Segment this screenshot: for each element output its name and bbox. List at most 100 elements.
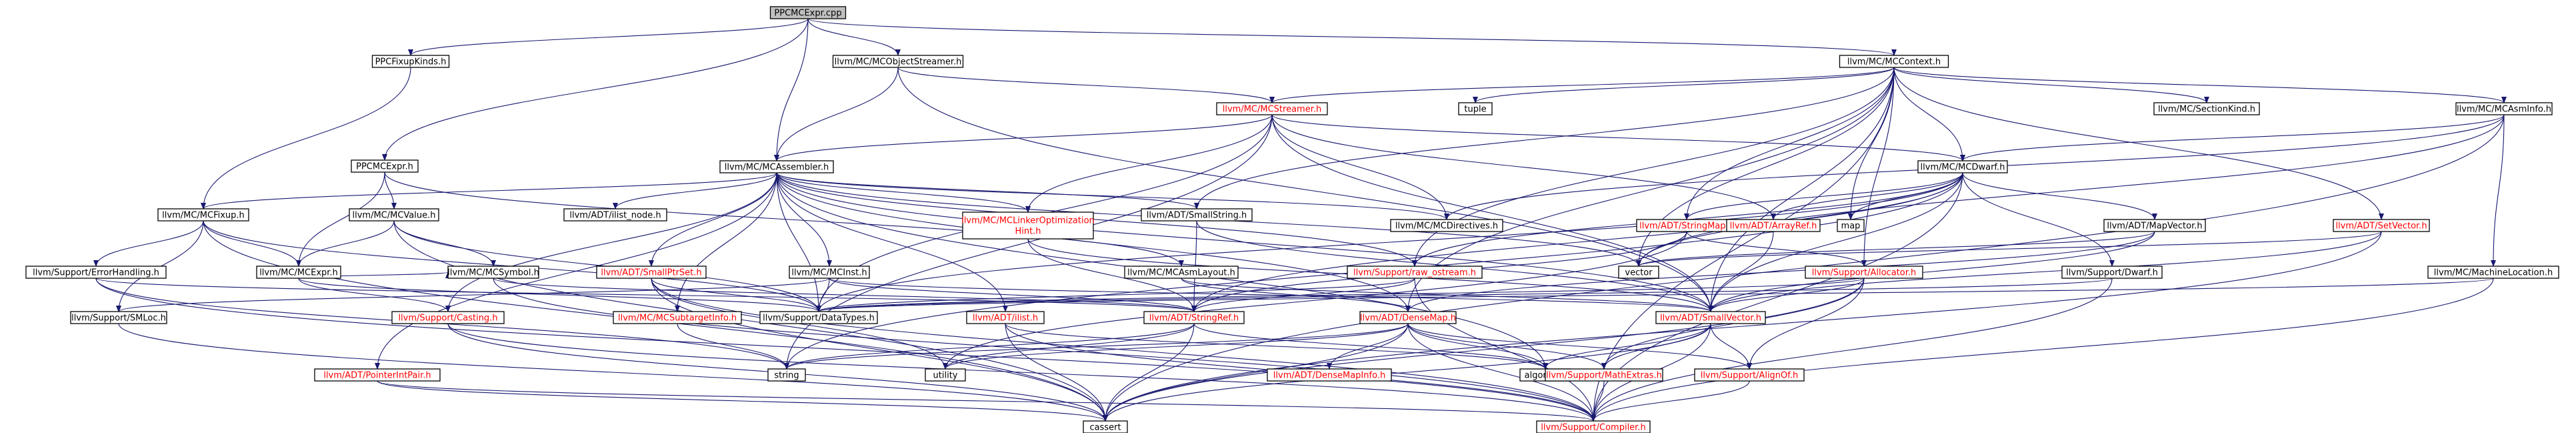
- node-mcfixup[interactable]: llvm/MC/MCFixup.h: [157, 208, 249, 222]
- node-ilistnode[interactable]: llvm/ADT/ilist_node.h: [563, 208, 667, 222]
- node-mcsymbol[interactable]: llvm/MC/MCSymbol.h: [447, 266, 539, 279]
- node-mcassembler-label: llvm/MC/MCAssembler.h: [725, 163, 829, 173]
- node-setvector[interactable]: llvm/ADT/SetVector.h: [2333, 219, 2430, 232]
- node-smloc[interactable]: llvm/Support/SMLoc.h: [70, 311, 167, 324]
- node-casting-label: llvm/Support/Casting.h: [398, 314, 497, 324]
- edge-root-to-objstreamer: [807, 18, 901, 56]
- node-fixupkinds[interactable]: PPCFixupKinds.h: [371, 55, 450, 68]
- edge-densemap-to-utility: [943, 323, 1409, 370]
- edge-mcsubtarget-to-string: [677, 323, 789, 370]
- node-stringref-label: llvm/ADT/StringRef.h: [1149, 314, 1239, 324]
- node-mcsubtarget[interactable]: llvm/MC/MCSubtargetInfo.h: [613, 311, 742, 324]
- node-mathextras[interactable]: llvm/Support/MathExtras.h: [1545, 368, 1663, 382]
- edge-mccontext-to-mcasminfo: [1893, 67, 2507, 103]
- node-mapvector[interactable]: llvm/ADT/MapVector.h: [2103, 219, 2206, 232]
- edge-setvector-to-vector: [1636, 231, 2382, 267]
- node-ppcmcexprh[interactable]: PPCMCExpr.h: [351, 159, 419, 173]
- node-mccontext[interactable]: llvm/MC/MCContext.h: [1839, 55, 1949, 68]
- node-mcstreamer-box: [1216, 102, 1328, 115]
- node-ilist[interactable]: llvm/ADT/ilist.h: [966, 311, 1045, 324]
- node-mcsymbol-box: [447, 266, 539, 279]
- edge-mccontext-to-sectionkind: [1893, 67, 2209, 103]
- edge-mcsymbol-to-stringref: [493, 278, 1197, 312]
- edge-objstreamer-to-mcstreamer: [897, 67, 1275, 103]
- node-compiler[interactable]: llvm/Support/Compiler.h: [1536, 420, 1651, 433]
- node-errorhandling[interactable]: llvm/Support/ErrorHandling.h: [25, 266, 167, 279]
- edge-mcassembler-to-rawostream: [776, 172, 1417, 267]
- node-pointerintpair[interactable]: llvm/ADT/PointerIntPair.h: [314, 368, 441, 382]
- edge-mccontext-to-allocator: [1861, 67, 1895, 267]
- node-mcvalue[interactable]: llvm/MC/MCValue.h: [349, 208, 439, 222]
- node-sectionkind[interactable]: llvm/MC/SectionKind.h: [2153, 102, 2260, 115]
- node-densemapinfo[interactable]: llvm/ADT/DenseMapInfo.h: [1267, 368, 1392, 382]
- node-smloc-label: llvm/Support/SMLoc.h: [71, 314, 166, 324]
- node-mcdwarf[interactable]: llvm/MC/MCDwarf.h: [1917, 160, 2008, 173]
- node-mcstreamer[interactable]: llvm/MC/MCStreamer.h: [1216, 102, 1328, 115]
- edge-fixupkinds-to-mcfixup: [201, 67, 411, 209]
- node-datatypes-label: llvm/Support/DataTypes.h: [763, 314, 875, 324]
- node-dwarf[interactable]: llvm/Support/Dwarf.h: [2061, 266, 2163, 279]
- node-mcinst-label: llvm/MC/MCInst.h: [791, 268, 867, 278]
- node-densemap-box: [1359, 311, 1457, 324]
- node-casting-box: [391, 311, 505, 324]
- node-root[interactable]: PPCMCExpr.cpp: [769, 6, 847, 19]
- node-smallstring-box: [1141, 208, 1253, 222]
- node-datatypes[interactable]: llvm/Support/DataTypes.h: [759, 311, 878, 324]
- node-map: map: [1837, 219, 1865, 232]
- node-mcasminfo[interactable]: llvm/MC/MCAsmInfo.h: [2455, 102, 2553, 115]
- edge-alignof-to-compiler: [1591, 380, 1750, 422]
- edge-mcdwarf-to-stringref: [1191, 172, 1963, 312]
- node-arrayref-box: [1726, 219, 1821, 232]
- node-mcexpr[interactable]: llvm/MC/MCExpr.h: [256, 266, 341, 279]
- node-densemap[interactable]: llvm/ADT/DenseMap.h: [1359, 311, 1457, 324]
- node-stringmap[interactable]: llvm/ADT/StringMap.h: [1636, 219, 1737, 232]
- node-smallstring[interactable]: llvm/ADT/SmallString.h: [1141, 208, 1253, 222]
- node-stringref[interactable]: llvm/ADT/StringRef.h: [1143, 311, 1245, 324]
- edge-pointerintpair-to-compiler: [377, 380, 1596, 422]
- node-machineloc[interactable]: llvm/MC/MachineLocation.h: [2427, 266, 2559, 279]
- edge-mcasminfo-to-mcdwarf: [1960, 114, 2505, 161]
- edge-mcasminfo-to-cassert: [1103, 114, 2505, 422]
- node-alignof[interactable]: llvm/Support/AlignOf.h: [1694, 368, 1805, 382]
- node-mcassembler[interactable]: llvm/MC/MCAssembler.h: [719, 160, 834, 173]
- edge-smallvector-to-algorithm: [1543, 323, 1711, 370]
- node-smallptrset[interactable]: llvm/ADT/SmallPtrSet.h: [596, 266, 707, 279]
- node-mcdirectives-box: [1390, 219, 1503, 232]
- edge-objstreamer-to-mcassembler: [774, 67, 899, 161]
- node-mathextras-box: [1545, 368, 1663, 382]
- node-mcinst[interactable]: llvm/MC/MCInst.h: [789, 266, 870, 279]
- edge-stringmap-to-allocator: [1686, 231, 1867, 267]
- node-machineloc-box: [2427, 266, 2559, 279]
- node-arrayref[interactable]: llvm/ADT/ArrayRef.h: [1726, 219, 1821, 232]
- edge-mcassembler-to-linkeropt: [776, 172, 1031, 213]
- edge-mccontext-to-tuple: [1473, 67, 1895, 103]
- node-cassert: cassert: [1083, 420, 1128, 433]
- edge-mcsymbol-to-compiler: [493, 278, 1596, 422]
- node-rawostream-label: llvm/Support/raw_ostream.h: [1353, 268, 1476, 278]
- node-rawostream[interactable]: llvm/Support/raw_ostream.h: [1347, 266, 1483, 279]
- edge-root-to-ppcmcexprh: [382, 18, 809, 161]
- node-mcasmlayout[interactable]: llvm/MC/MCAsmLayout.h: [1124, 266, 1239, 279]
- node-mcdirectives[interactable]: llvm/MC/MCDirectives.h: [1390, 219, 1503, 232]
- node-mcdwarf-label: llvm/MC/MCDwarf.h: [1921, 163, 2005, 173]
- node-objstreamer[interactable]: llvm/MC/MCObjectStreamer.h: [832, 55, 964, 68]
- node-ppcmcexprh-box: [351, 159, 419, 173]
- node-setvector-label: llvm/ADT/SetVector.h: [2335, 222, 2427, 232]
- node-vector: vector: [1618, 266, 1659, 279]
- node-smallvector[interactable]: llvm/ADT/SmallVector.h: [1655, 311, 1766, 324]
- edge-arrayref-to-smallvector: [1708, 231, 1774, 312]
- edge-mcassembler-to-densemap: [776, 172, 1411, 312]
- edge-mcinst-to-stringref: [829, 278, 1197, 312]
- node-mcdirectives-label: llvm/MC/MCDirectives.h: [1395, 222, 1498, 232]
- node-casting[interactable]: llvm/Support/Casting.h: [391, 311, 505, 324]
- node-sectionkind-label: llvm/MC/SectionKind.h: [2158, 105, 2255, 115]
- edge-root-to-mcassembler: [774, 18, 809, 161]
- edge-densemap-to-mathextras: [1407, 323, 1607, 370]
- node-smloc-box: [70, 311, 167, 324]
- node-mapvector-box: [2103, 219, 2206, 232]
- edge-ppcmcexprh-to-mcasmlayout: [384, 171, 1184, 267]
- node-allocator[interactable]: llvm/Support/Allocator.h: [1805, 266, 1923, 279]
- edge-mcdwarf-to-smallvector: [1708, 172, 1963, 312]
